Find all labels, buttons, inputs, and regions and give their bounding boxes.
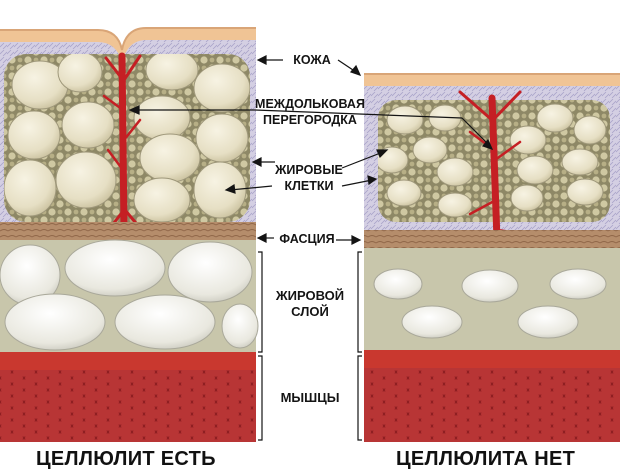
label-fat-cells-line1: ЖИРОВЫЕ	[275, 163, 343, 177]
left-deep-fat-layer	[0, 239, 259, 352]
right-deep-fat-layer	[364, 248, 620, 350]
label-septum-line1: МЕЖДОЛЬКОВАЯ	[255, 97, 365, 111]
label-fat-layer-line2: СЛОЙ	[291, 304, 329, 319]
right-fat-cells	[378, 103, 607, 218]
caption-no-cellulite: ЦЕЛЛЮЛИТА НЕТ	[396, 448, 576, 470]
left-block-cellulite	[0, 27, 259, 442]
label-fat-cells: ЖИРОВЫЕ КЛЕТКИ	[272, 162, 346, 194]
left-skin-surface	[0, 28, 256, 62]
right-block-no-cellulite	[364, 73, 620, 442]
layer-brackets	[258, 251, 362, 441]
right-muscle-layer	[364, 350, 620, 442]
caption-cellulite-present: ЦЕЛЛЮЛИТ ЕСТЬ	[36, 448, 216, 470]
left-fascia	[0, 222, 256, 240]
left-fat-cells	[4, 54, 250, 222]
left-muscle-layer	[0, 352, 256, 442]
label-interlobular-septum: МЕЖДОЛЬКОВАЯ ПЕРЕГОРОДКА	[250, 96, 370, 128]
label-muscles: МЫШЦЫ	[280, 390, 340, 405]
label-fascia: ФАСЦИЯ	[279, 232, 335, 246]
right-skin-surface	[364, 74, 620, 86]
label-septum-line2: ПЕРЕГОРОДКА	[263, 113, 357, 127]
right-fascia	[364, 230, 620, 248]
label-fat-layer: ЖИРОВОЙ СЛОЙ	[266, 288, 354, 320]
label-fat-layer-line1: ЖИРОВОЙ	[275, 288, 345, 303]
annotation-lines	[128, 55, 494, 245]
label-fat-cells-line2: КЛЕТКИ	[284, 179, 334, 193]
label-skin: КОЖА	[293, 53, 331, 67]
